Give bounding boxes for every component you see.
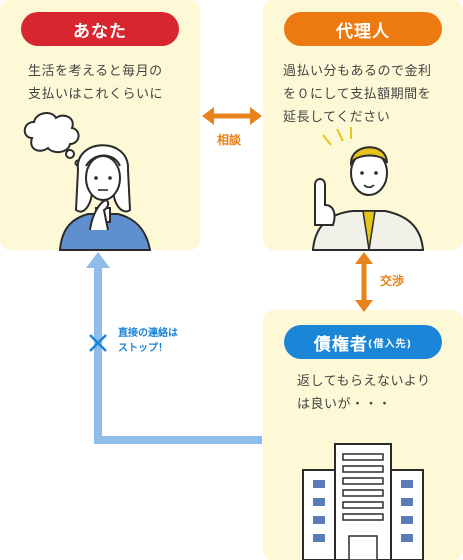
card-creditor: 債権者 (借入先) 返してもらえないより は良いが・・・ xyxy=(263,310,463,560)
creditor-title-sub: (借入先) xyxy=(367,338,413,350)
agent-line1: 過払い分もあるので金利 xyxy=(283,64,432,79)
card-you: あなた 生活を考えると毎月の 支払いはこれくらいに xyxy=(0,0,200,251)
negotiate-arrow-icon xyxy=(355,252,373,312)
stop-label-line1: 直接の連絡は xyxy=(118,328,178,339)
agent-line2: を０にして支払額期間を xyxy=(283,87,432,102)
card-agent: 代理人 過払い分もあるので金利 を０にして支払額期間を 延長してください xyxy=(263,0,463,251)
building-icon xyxy=(302,443,424,560)
you-line1: 生活を考えると毎月の xyxy=(28,64,163,79)
woman-thinking-icon xyxy=(58,144,152,251)
negotiate-label: 交渉 xyxy=(380,274,405,288)
agent-line3: 延長してください xyxy=(283,110,391,125)
consult-arrow-icon xyxy=(202,107,262,125)
stop-label-line2: ストップ！ xyxy=(118,343,168,354)
creditor-title: 債権者 (借入先) xyxy=(284,325,442,359)
consult-label: 相談 xyxy=(217,133,242,147)
businessman-pointing-icon xyxy=(311,127,425,251)
agent-title: 代理人 xyxy=(284,12,442,46)
you-line2: 支払いはこれくらいに xyxy=(28,87,164,102)
creditor-line1: 返してもらえないより xyxy=(297,374,431,389)
creditor-title-main: 債権者 xyxy=(313,334,368,355)
creditor-line2: は良いが・・・ xyxy=(297,397,392,412)
stop-label: 直接の連絡は ストップ！ xyxy=(118,326,178,356)
cross-icon xyxy=(89,334,107,352)
you-title: あなた xyxy=(21,12,179,46)
